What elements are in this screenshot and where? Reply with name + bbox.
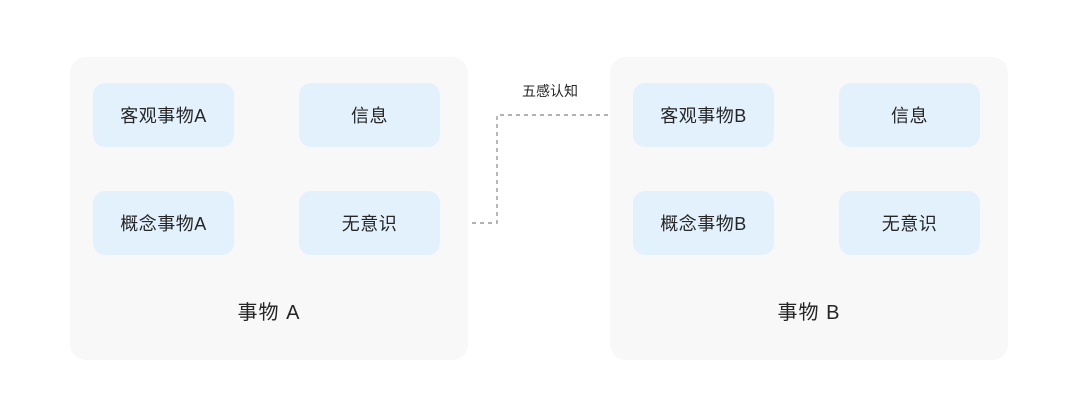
- node-info-b: 信息: [839, 83, 980, 147]
- node-unconscious-b: 无意识: [839, 191, 980, 255]
- connector-label-five-senses: 五感认知: [522, 83, 578, 99]
- node-objective-thing-a: 客观事物A: [93, 83, 234, 147]
- node-concept-thing-b: 概念事物B: [633, 191, 774, 255]
- node-objective-thing-b: 客观事物B: [633, 83, 774, 147]
- group-thing-b: 客观事物B 信息 概念事物B 无意识 事物 B: [610, 57, 1008, 360]
- node-info-a: 信息: [299, 83, 440, 147]
- node-concept-thing-a: 概念事物A: [93, 191, 234, 255]
- group-a-label: 事物 A: [237, 302, 301, 324]
- group-b-label: 事物 B: [777, 302, 841, 324]
- group-thing-a: 客观事物A 信息 概念事物A 无意识 事物 A: [70, 57, 468, 360]
- node-unconscious-a: 无意识: [299, 191, 440, 255]
